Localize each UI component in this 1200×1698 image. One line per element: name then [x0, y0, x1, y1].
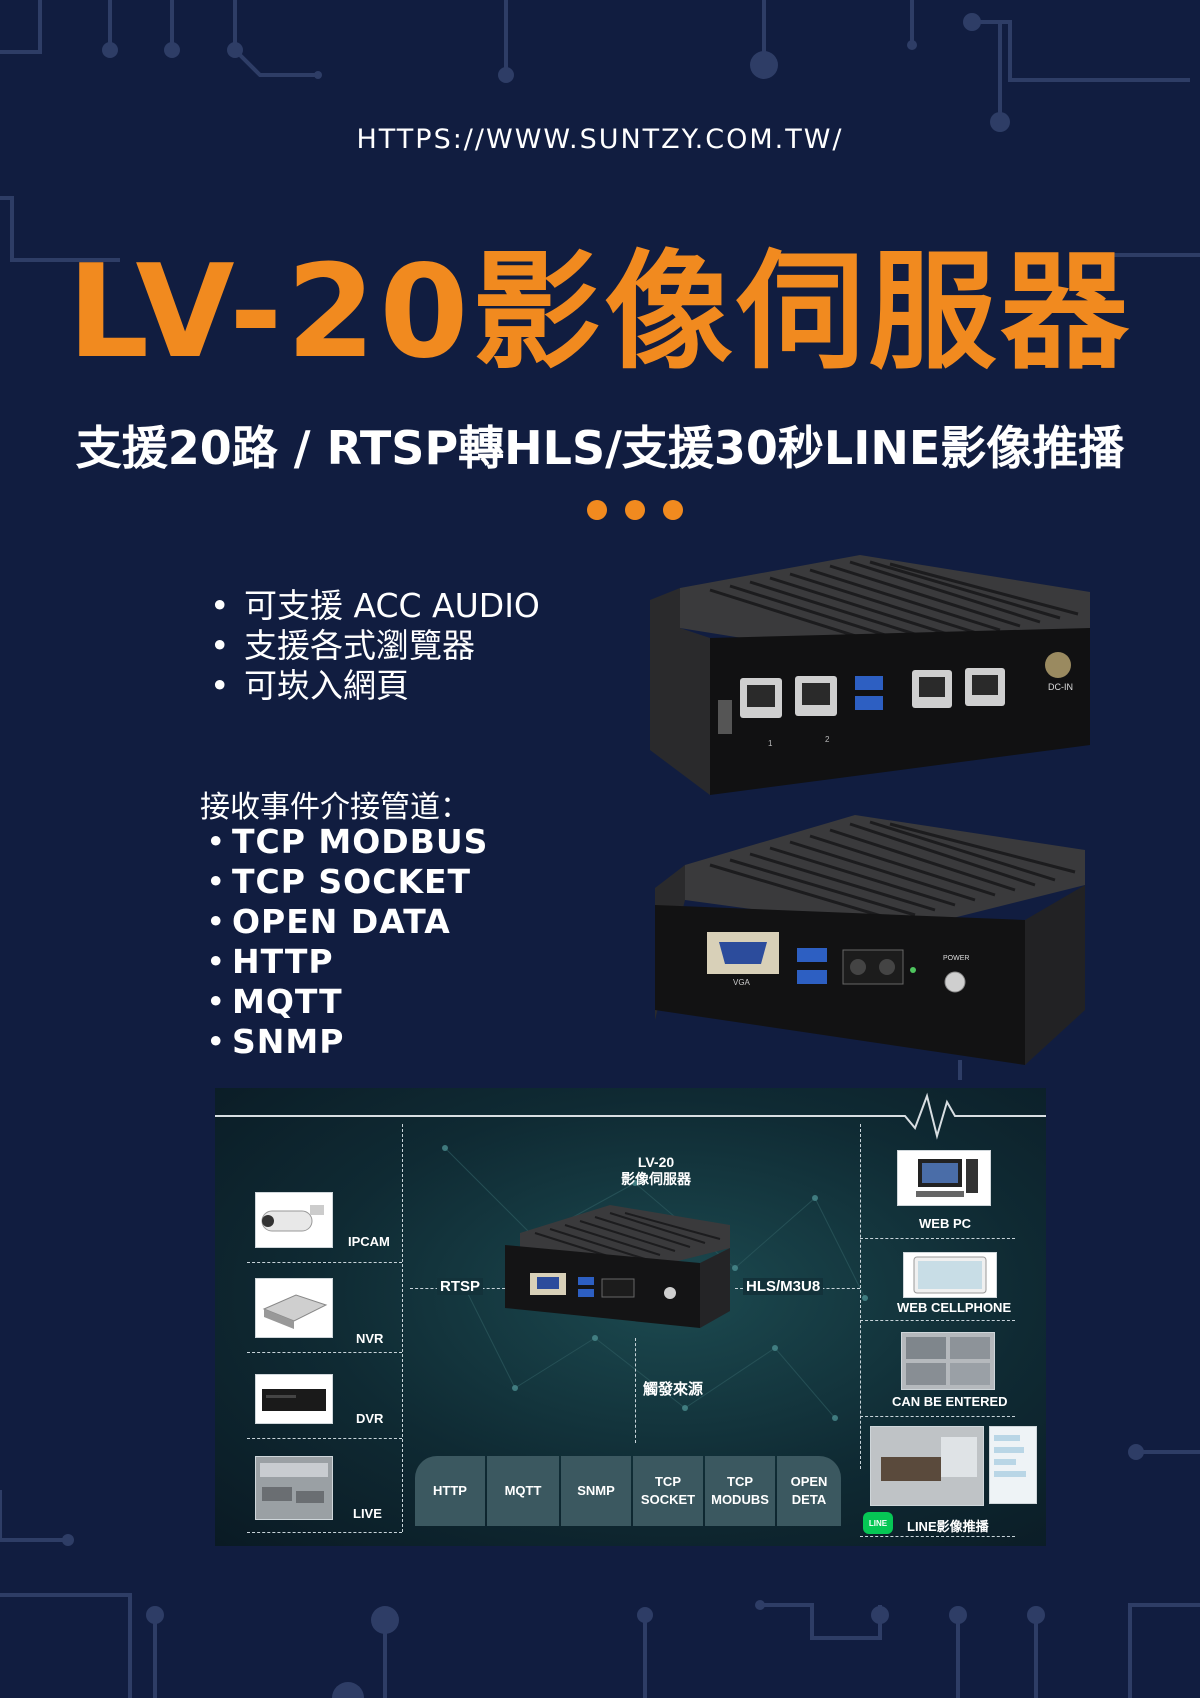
server-image	[505, 1205, 730, 1328]
divider	[247, 1438, 402, 1439]
product-title: LV-20影像伺服器	[67, 238, 1133, 387]
channel-item: TCP SOCKET	[206, 862, 488, 902]
system-diagram: IPCAM NVR DVR LIVE LV-20 影像伺服器	[215, 1088, 1046, 1546]
vga-label: VGA	[733, 978, 751, 987]
accent-dots	[587, 500, 701, 524]
protocol-block: TCP SOCKET	[633, 1456, 703, 1526]
output-label: WEB PC	[919, 1216, 971, 1231]
divider	[247, 1352, 402, 1353]
divider	[860, 1320, 1015, 1321]
separator	[402, 1124, 403, 1532]
feature-list: 可支援 ACC AUDIO 支援各式瀏覽器 可崁入網頁	[210, 586, 540, 706]
source-label: IPCAM	[348, 1234, 390, 1249]
divider	[247, 1532, 402, 1533]
dot-2	[625, 500, 645, 520]
divider	[860, 1536, 1015, 1537]
protocol-block: MQTT	[487, 1456, 559, 1526]
dvr-image	[255, 1374, 333, 1424]
feature-item: 支援各式瀏覽器	[210, 626, 540, 666]
source-label: LIVE	[353, 1506, 382, 1521]
divider	[860, 1238, 1015, 1239]
can-be-entered-image	[901, 1332, 995, 1390]
device-front-image: VGA POWER	[655, 815, 1085, 1065]
trigger-label: 觸發來源	[643, 1381, 704, 1398]
feature-item: 可支援 ACC AUDIO	[210, 586, 540, 626]
output-label: LINE影像推播	[907, 1519, 989, 1534]
live-image	[255, 1456, 333, 1520]
ipcam-image	[255, 1192, 333, 1248]
rtsp-label: RTSP	[437, 1278, 484, 1295]
product-subtitle: 支援20路 / RTSP轉HLS/支援30秒LINE影像推播	[75, 421, 1125, 475]
dot-3	[663, 500, 683, 520]
output-label: CAN BE ENTERED	[892, 1394, 1008, 1409]
line-chat-image	[989, 1426, 1037, 1504]
web-pc-image	[897, 1150, 991, 1206]
website-url[interactable]: HTTPS://WWW.SUNTZY.COM.TW/	[356, 124, 844, 155]
source-label: NVR	[356, 1331, 384, 1346]
server-label: LV-20 影像伺服器	[621, 1154, 691, 1187]
line-push-image	[870, 1426, 984, 1506]
device-rear-image: DC-IN 1 2	[650, 555, 1090, 795]
divider	[247, 1262, 402, 1263]
output-label: WEB CELLPHONE	[897, 1300, 1012, 1315]
channel-list: TCP MODBUS TCP SOCKET OPEN DATA HTTP MQT…	[206, 822, 488, 1062]
protocol-block: OPEN DETA	[777, 1456, 841, 1526]
channel-item: MQTT	[206, 982, 488, 1022]
divider	[860, 1416, 1015, 1417]
source-label: DVR	[356, 1411, 384, 1426]
svg-text:1: 1	[768, 739, 773, 748]
protocol-block: HTTP	[415, 1456, 485, 1526]
feature-item: 可崁入網頁	[210, 666, 540, 706]
channel-item: OPEN DATA	[206, 902, 488, 942]
separator	[635, 1338, 636, 1443]
dc-in-label: DC-IN	[1048, 682, 1073, 692]
svg-text:2: 2	[825, 735, 830, 744]
web-cellphone-image	[903, 1252, 997, 1298]
separator	[860, 1124, 861, 1469]
line-logo-icon: LINE	[863, 1512, 893, 1534]
hls-label: HLS/M3U8	[743, 1278, 824, 1295]
channel-item: HTTP	[206, 942, 488, 982]
channels-heading: 接收事件介接管道：	[200, 790, 470, 825]
channel-item: SNMP	[206, 1022, 488, 1062]
channel-item: TCP MODBUS	[206, 822, 488, 862]
svg-text:POWER: POWER	[943, 955, 969, 962]
nvr-image	[255, 1278, 333, 1338]
protocol-block: SNMP	[561, 1456, 631, 1526]
dot-1	[587, 500, 607, 520]
protocol-block: TCP MODUBS	[705, 1456, 775, 1526]
